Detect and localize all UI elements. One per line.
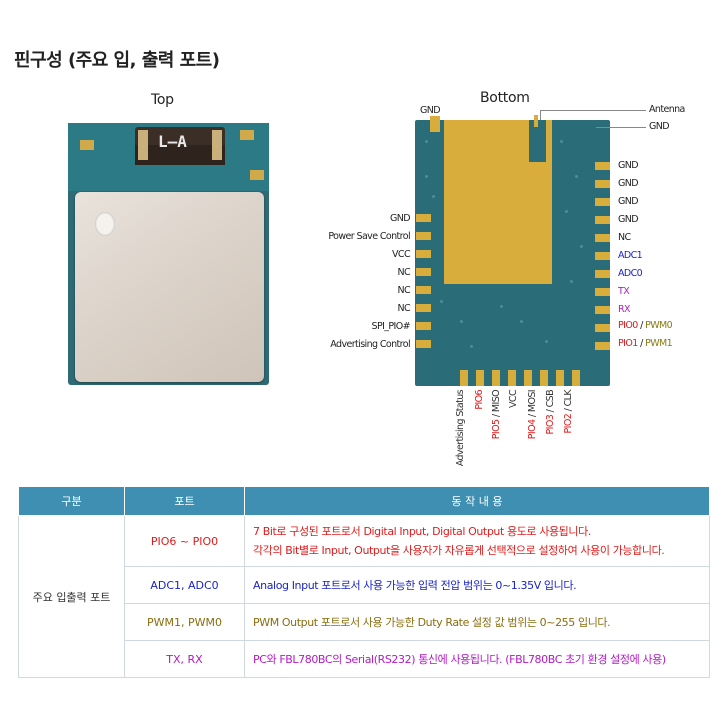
port-cell: PWM1, PWM0	[124, 603, 245, 641]
right-pin-label: ADC0	[618, 268, 643, 279]
advertising-status-label: Advertising Status	[455, 390, 466, 467]
pio3-csb-label: PIO3 / CSB	[545, 390, 556, 435]
pio1-pwm1-label: PIO1 / PWM1	[618, 338, 673, 349]
table-row: TX, RX PC와 FBL780BC의 Serial(RS232) 통신에 사…	[19, 640, 710, 678]
left-pin-label: NC	[397, 303, 410, 314]
right-pin-label: RX	[618, 304, 631, 315]
left-pin-label: SPI_PIO#	[371, 321, 411, 332]
bottom-view-title: Bottom	[480, 90, 530, 106]
pio5-miso-label: PIO5 / MISO	[491, 390, 502, 440]
chip-marking: L–A	[158, 132, 187, 151]
group-cell: 주요 입출력 포트	[18, 515, 125, 678]
right-pin-label: NC	[618, 232, 631, 243]
description-cell: Analog Input 포트로서 사용 가능한 입력 전압 범위는 0~1.3…	[244, 566, 710, 604]
pio6-label: PIO6	[474, 390, 485, 410]
port-cell: PIO6 ~ PIO0	[124, 515, 245, 567]
gnd-top-right-label: GND	[649, 121, 670, 132]
header-port: 포트	[124, 486, 245, 516]
port-cell: ADC1, ADC0	[124, 566, 245, 604]
right-pin-label: GND	[618, 178, 639, 189]
left-pin-label: NC	[397, 285, 410, 296]
left-pin-label: Advertising Control	[330, 339, 410, 350]
right-pin-label: GND	[618, 196, 639, 207]
table-row: 주요 입출력 포트 PIO6 ~ PIO0 7 Bit로 구성된 포트로서 Di…	[18, 515, 710, 678]
antenna-label: Antenna	[649, 104, 685, 115]
gnd-top-left-label: GND	[420, 105, 441, 116]
description-cell: PC와 FBL780BC의 Serial(RS232) 통신에 사용됩니다. (…	[244, 640, 710, 678]
right-pin-label: GND	[618, 214, 639, 225]
pin-function-table: 구분 포트 동 작 내 용 주요 입출력 포트 PIO6 ~ PIO0 7 Bi…	[18, 486, 710, 678]
top-view-title: Top	[151, 92, 174, 108]
vcc-bottom-label: VCC	[508, 390, 519, 408]
pio2-clk-label: PIO2 / CLK	[563, 390, 574, 434]
left-pin-label: GND	[390, 213, 411, 224]
right-pin-label: TX	[618, 286, 630, 297]
left-pin-label: VCC	[392, 249, 411, 260]
table-row: PWM1, PWM0 PWM Output 포트로서 사용 가능한 Duty R…	[19, 603, 710, 641]
right-pin-label: ADC1	[618, 250, 643, 261]
table-header-row: 구분 포트 동 작 내 용	[18, 486, 710, 516]
header-description: 동 작 내 용	[244, 486, 710, 516]
left-pin-label: Power Save Control	[328, 231, 410, 242]
left-pin-label: NC	[397, 267, 410, 278]
right-pin-label: GND	[618, 160, 639, 171]
pio4-mosi-label: PIO4 / MOSI	[527, 390, 538, 440]
header-category: 구분	[18, 486, 125, 516]
page-heading: 핀구성 (주요 입, 출력 포트)	[14, 50, 220, 71]
description-cell: 7 Bit로 구성된 포트로서 Digital Input, Digital O…	[244, 515, 710, 567]
shield-hole-icon	[95, 212, 115, 236]
pio0-pwm0-label: PIO0 / PWM0	[618, 320, 673, 331]
port-cell: TX, RX	[124, 640, 245, 678]
description-cell: PWM Output 포트로서 사용 가능한 Duty Rate 설정 값 범위…	[244, 603, 710, 641]
